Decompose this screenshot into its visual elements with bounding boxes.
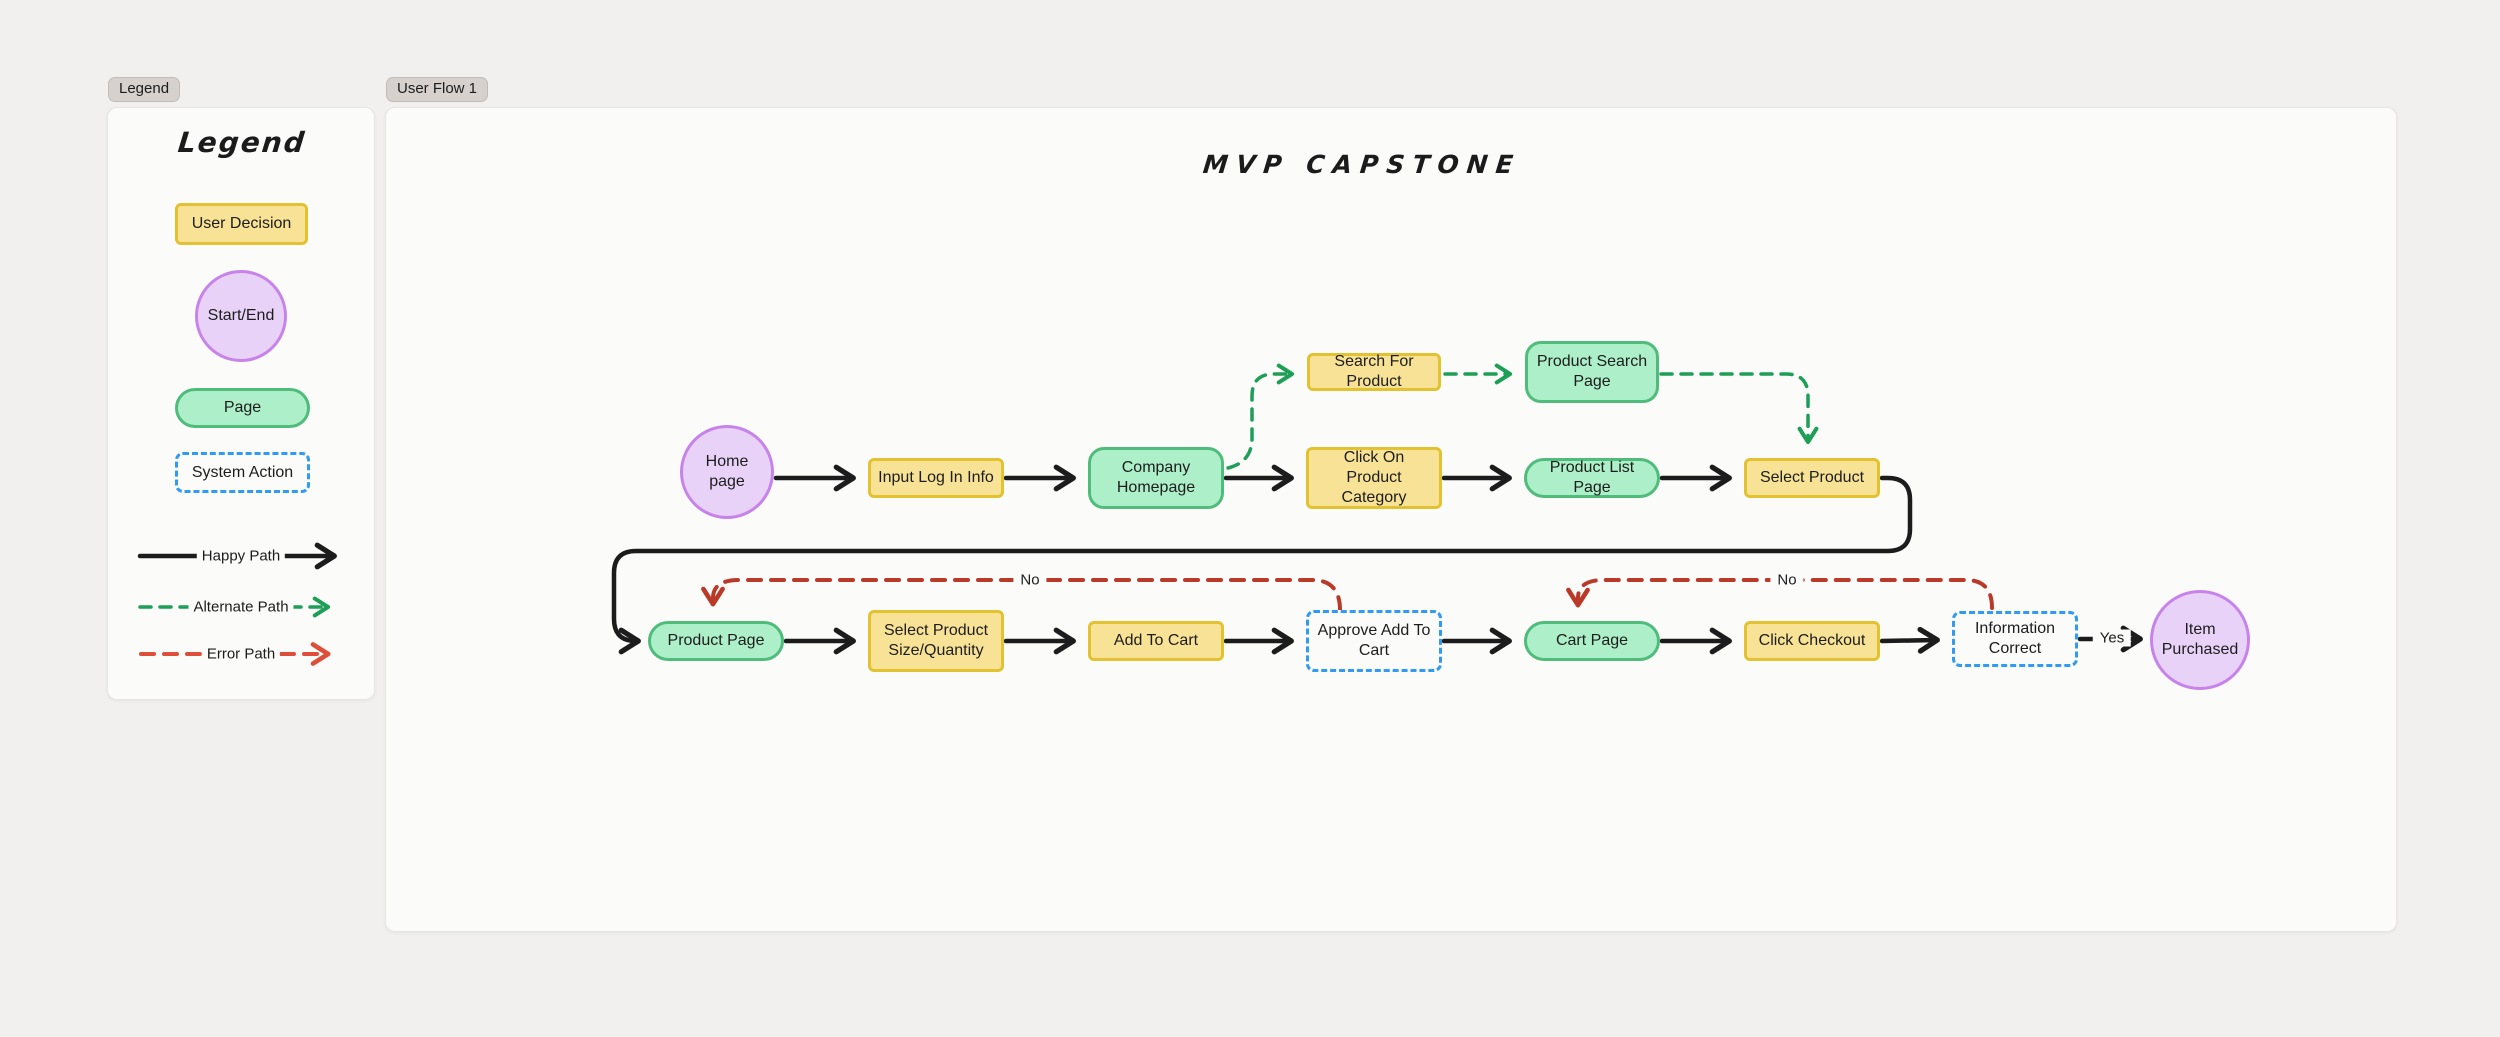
node-product-page[interactable]: Product Page (648, 621, 784, 661)
node-label: Select Product (1759, 469, 1865, 486)
legend-shape-user-decision[interactable]: User Decision (175, 203, 308, 245)
legend-error-path-label: Error Path (201, 645, 281, 663)
legend-shape-start-end[interactable]: Start/End (195, 270, 287, 362)
node-label: Product Page (667, 632, 765, 649)
node-input-log-in-info[interactable]: Input Log In Info (868, 458, 1004, 498)
legend-shape-label: User Decision (191, 215, 292, 232)
node-label: Input Log In Info (878, 469, 994, 486)
node-cart-page[interactable]: Cart Page (1524, 621, 1660, 661)
node-item-purchased[interactable]: Item Purchased (2150, 590, 2250, 690)
user-flow-frame (385, 107, 2397, 932)
legend-shape-label: Page (223, 399, 262, 416)
legend-frame-tab[interactable]: Legend (108, 77, 181, 102)
node-company-homepage[interactable]: Company Homepage (1088, 447, 1224, 509)
node-add-to-cart[interactable]: Add To Cart (1088, 621, 1224, 661)
edge-label-no-info[interactable]: No (1770, 571, 1804, 589)
node-label: Product Search Page (1536, 353, 1648, 390)
node-product-list-page[interactable]: Product List Page (1524, 458, 1660, 498)
node-label: Click Checkout (1758, 632, 1866, 649)
node-select-product-size-quantity[interactable]: Select Product Size/Quantity (868, 610, 1004, 672)
node-label: Add To Cart (1113, 632, 1199, 649)
node-label: Cart Page (1555, 632, 1629, 649)
node-approve-add-to-cart[interactable]: Approve Add To Cart (1306, 610, 1442, 672)
node-information-correct[interactable]: Information Correct (1952, 611, 2078, 667)
node-click-checkout[interactable]: Click Checkout (1744, 621, 1880, 661)
legend-shape-system-action[interactable]: System Action (175, 452, 310, 493)
legend-shape-label: Start/End (207, 307, 275, 324)
node-label: Item Purchased (2161, 621, 2239, 658)
node-label: Search For Product (1334, 353, 1414, 390)
legend-shape-page[interactable]: Page (175, 388, 310, 428)
edge-label-no-approve[interactable]: No (1013, 571, 1047, 589)
node-label: Information Correct (1974, 620, 2056, 657)
legend-alternate-path-label: Alternate Path (188, 598, 294, 616)
node-product-search-page[interactable]: Product Search Page (1525, 341, 1659, 403)
node-search-for-product[interactable]: Search For Product (1307, 353, 1441, 391)
legend-happy-path-label: Happy Path (196, 547, 286, 565)
node-label: Home page (705, 453, 749, 490)
node-label: Click On Product Category (1341, 449, 1407, 506)
node-select-product[interactable]: Select Product (1744, 458, 1880, 498)
legend-title: Legend (176, 126, 308, 159)
node-home-page[interactable]: Home page (680, 425, 774, 519)
node-click-on-product-category[interactable]: Click On Product Category (1306, 447, 1442, 509)
node-label: Select Product Size/Quantity (883, 622, 989, 659)
legend-shape-label: System Action (191, 463, 294, 481)
edge-label-yes[interactable]: Yes (2092, 629, 2132, 647)
flow-title: MVP CAPSTONE (1201, 150, 1523, 179)
node-label: Approve Add To Cart (1317, 622, 1431, 659)
node-label: Product List Page (1549, 459, 1635, 496)
node-label: Company Homepage (1116, 459, 1196, 496)
user-flow-frame-tab[interactable]: User Flow 1 (386, 77, 489, 102)
